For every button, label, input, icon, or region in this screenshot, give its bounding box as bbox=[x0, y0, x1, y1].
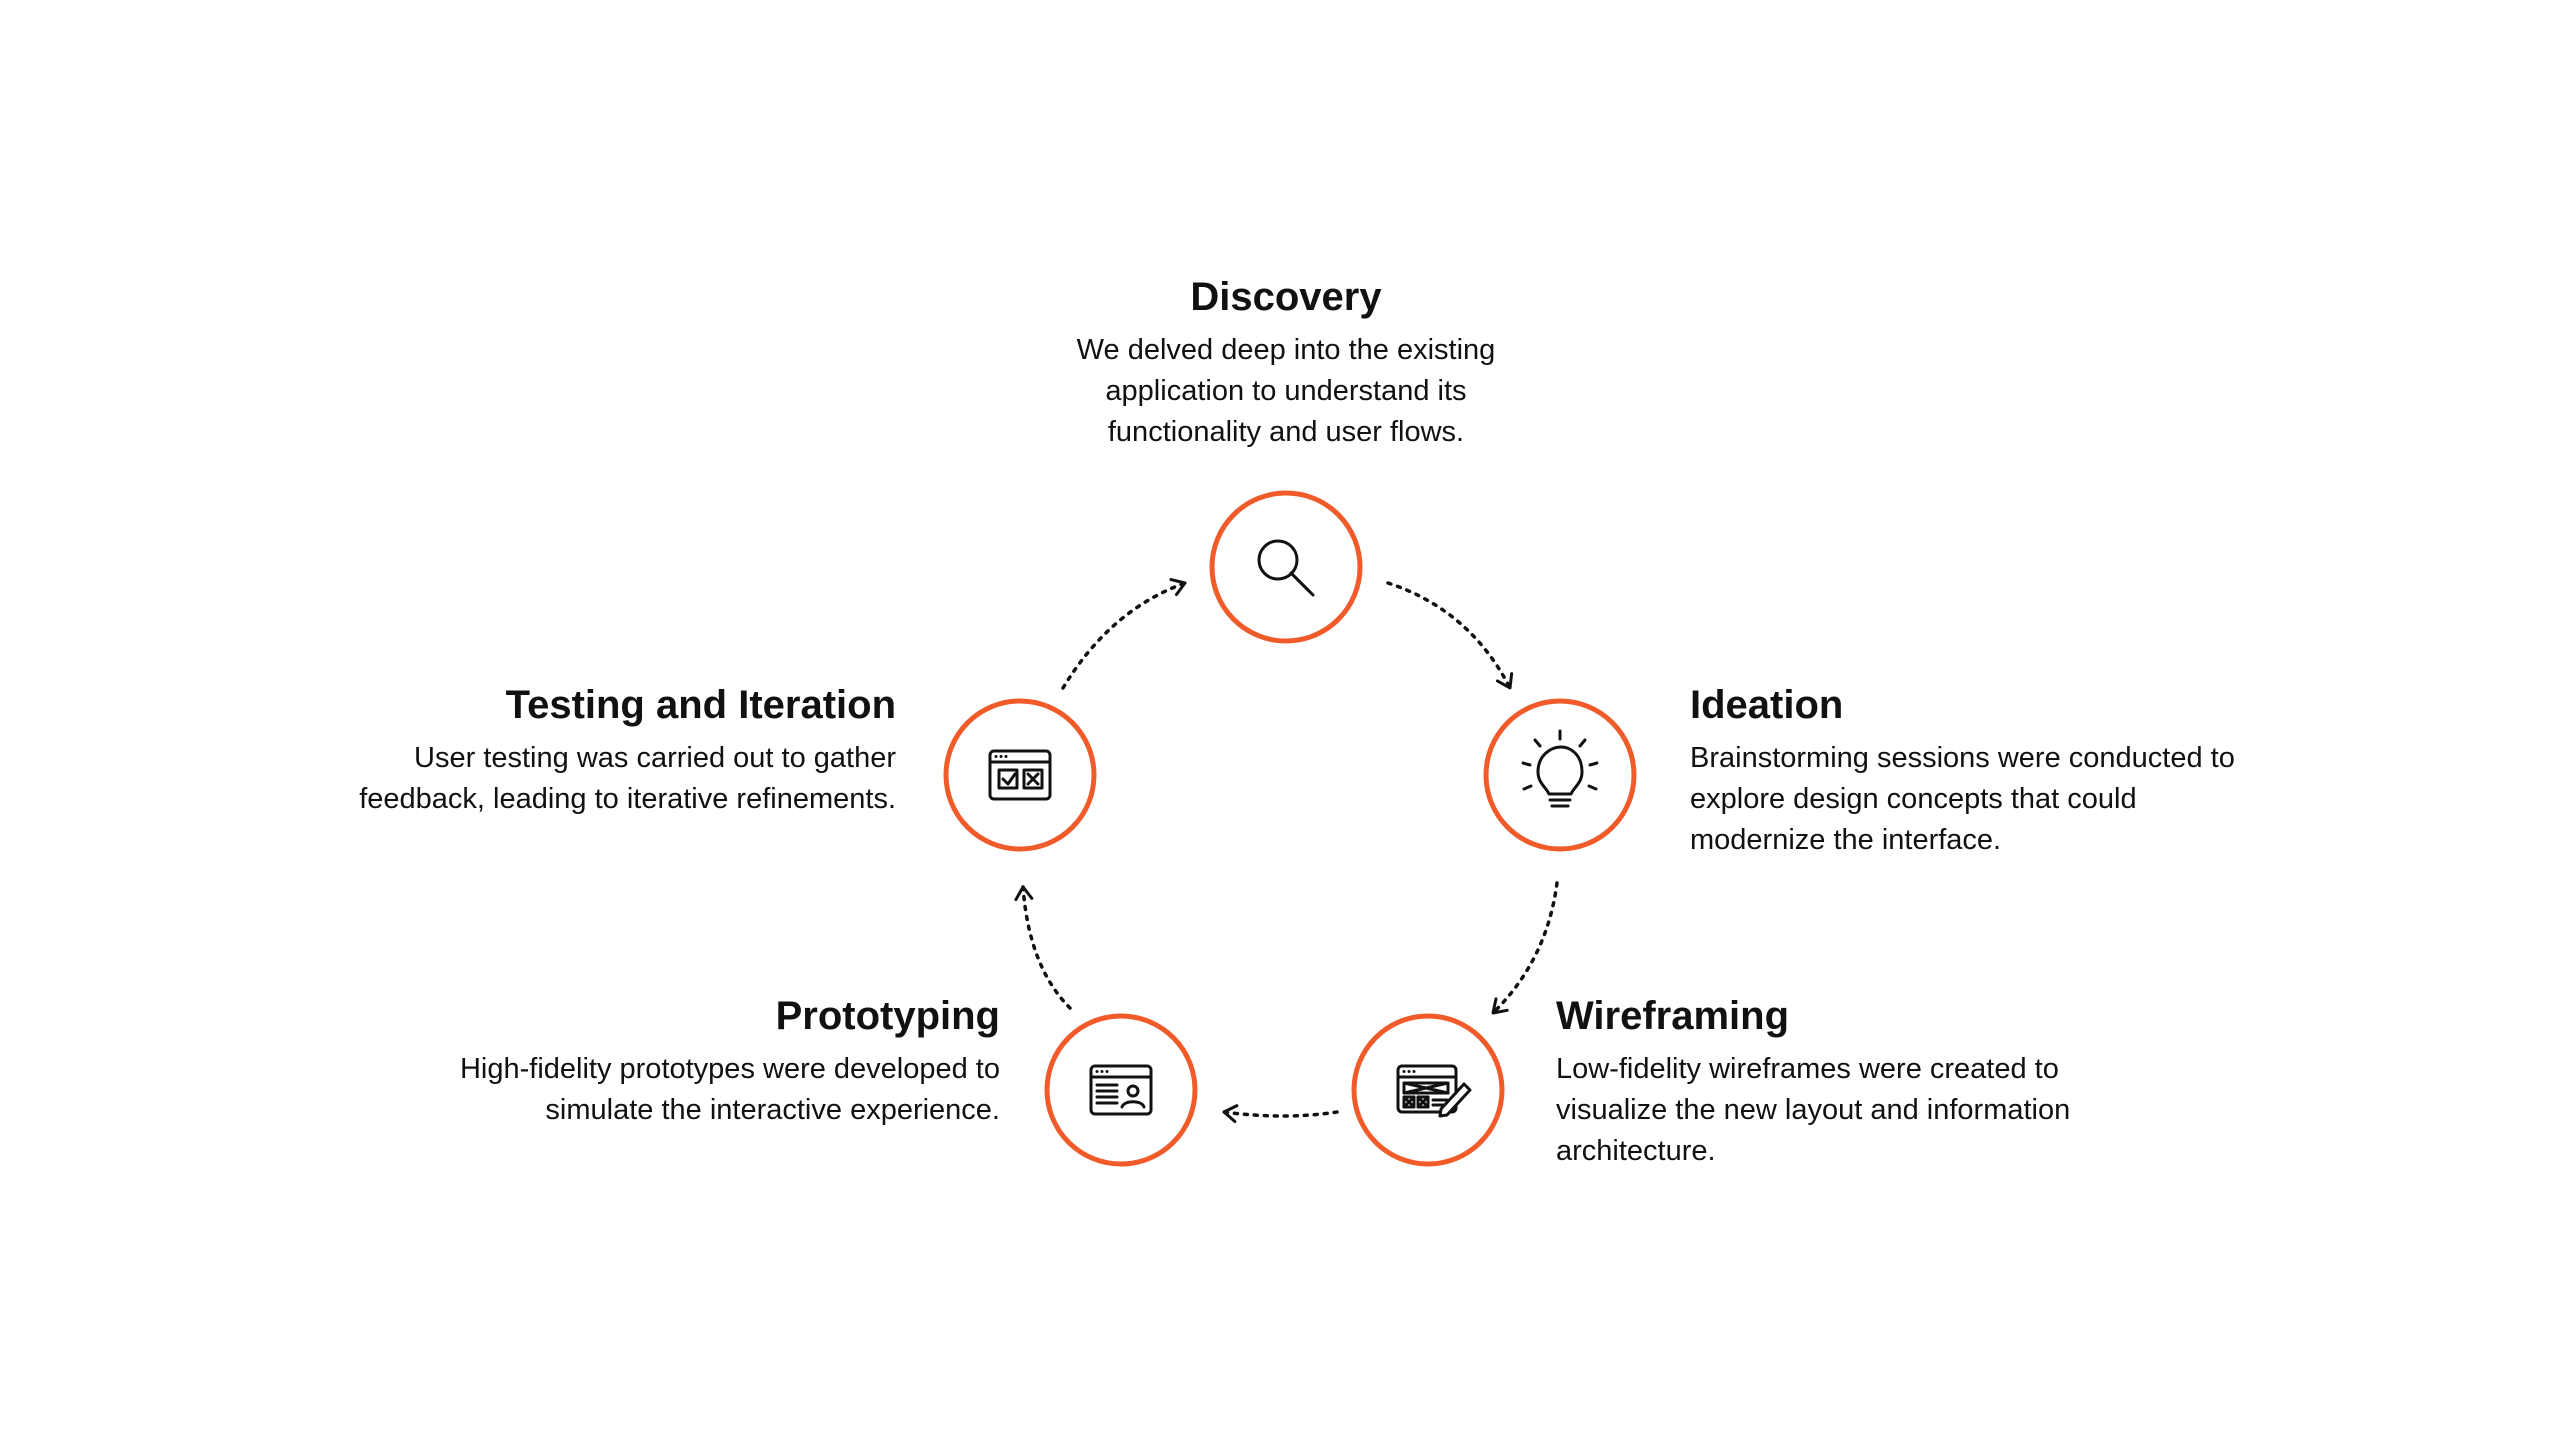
wireframing-title: Wireframing bbox=[1556, 994, 1790, 1038]
testing-title: Testing and Iteration bbox=[505, 683, 896, 727]
magnifier-icon bbox=[1257, 539, 1315, 597]
browser-check-cross-icon bbox=[988, 749, 1052, 801]
arrow-discovery-to-ideation bbox=[1386, 581, 1514, 690]
browser-profile-icon bbox=[1089, 1064, 1153, 1116]
arrow-testing-to-discovery bbox=[1061, 578, 1187, 690]
discovery-step-circle bbox=[1209, 490, 1363, 644]
arrow-wireframing-to-prototyping bbox=[1222, 1104, 1339, 1123]
prototyping-title: Prototyping bbox=[775, 994, 1000, 1038]
lightbulb-icon bbox=[1521, 729, 1599, 808]
ideation-description: Brainstorming sessions were conducted to… bbox=[1690, 742, 2235, 856]
wireframing-step-circle bbox=[1351, 1013, 1505, 1167]
wireframing-text-block: Wireframing Low-fidelity wireframes were… bbox=[1556, 991, 2116, 1172]
prototyping-text-block: Prototyping High-fidelity prototypes wer… bbox=[400, 991, 1000, 1131]
prototyping-description: High-fidelity prototypes were developed … bbox=[459, 1053, 1000, 1126]
arrow-ideation-to-wireframing bbox=[1491, 881, 1559, 1015]
discovery-text-block: Discovery We delved deep into the existi… bbox=[1026, 272, 1546, 453]
ideation-text-block: Ideation Brainstorming sessions were con… bbox=[1690, 680, 2250, 861]
testing-text-block: Testing and Iteration User testing was c… bbox=[290, 680, 896, 820]
discovery-description: We delved deep into the existing applica… bbox=[1076, 334, 1496, 448]
ideation-title: Ideation bbox=[1690, 683, 1844, 727]
arrow-prototyping-to-testing bbox=[1014, 885, 1072, 1010]
prototyping-step-circle bbox=[1044, 1013, 1198, 1167]
testing-step-circle bbox=[943, 698, 1097, 852]
wireframe-pencil-icon bbox=[1396, 1064, 1472, 1118]
testing-description: User testing was carried out to gather f… bbox=[359, 742, 896, 815]
wireframing-description: Low-fidelity wireframes were created to … bbox=[1556, 1053, 2071, 1167]
ideation-step-circle bbox=[1483, 698, 1637, 852]
discovery-title: Discovery bbox=[1190, 275, 1382, 319]
